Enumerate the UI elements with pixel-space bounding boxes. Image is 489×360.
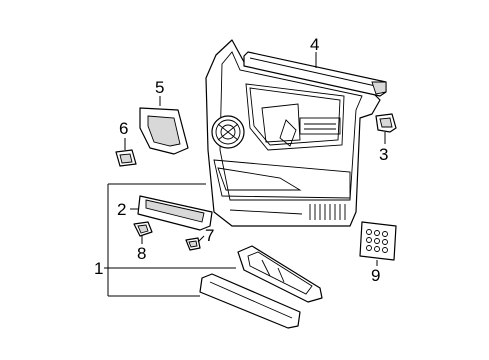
callout-2: 2 (117, 200, 126, 219)
armrest-part (137, 195, 213, 231)
handle-bezel-part (375, 113, 397, 133)
callout-5: 5 (155, 78, 164, 97)
retainer-part (185, 237, 201, 251)
callout-4: 4 (310, 35, 319, 54)
callout-1: 1 (94, 259, 103, 278)
lower-door-panel (237, 245, 323, 303)
leader-lines (104, 52, 386, 297)
callout-7: 7 (205, 226, 214, 245)
lower-trim-strip (199, 273, 301, 329)
clip-part (115, 149, 137, 167)
vent-grille-part (359, 221, 397, 261)
callout-9: 9 (371, 266, 380, 285)
switch-part (133, 221, 153, 237)
callout-8: 8 (137, 244, 146, 263)
panel-vent-slots (309, 204, 346, 220)
callout-labels: 1 2 3 4 5 6 7 8 9 (94, 35, 388, 285)
callout-6: 6 (119, 119, 128, 138)
upper-trim-molding (243, 51, 387, 97)
callout-3: 3 (379, 145, 388, 164)
vent-grille-holes (366, 229, 388, 253)
speaker-bezel (139, 107, 189, 155)
